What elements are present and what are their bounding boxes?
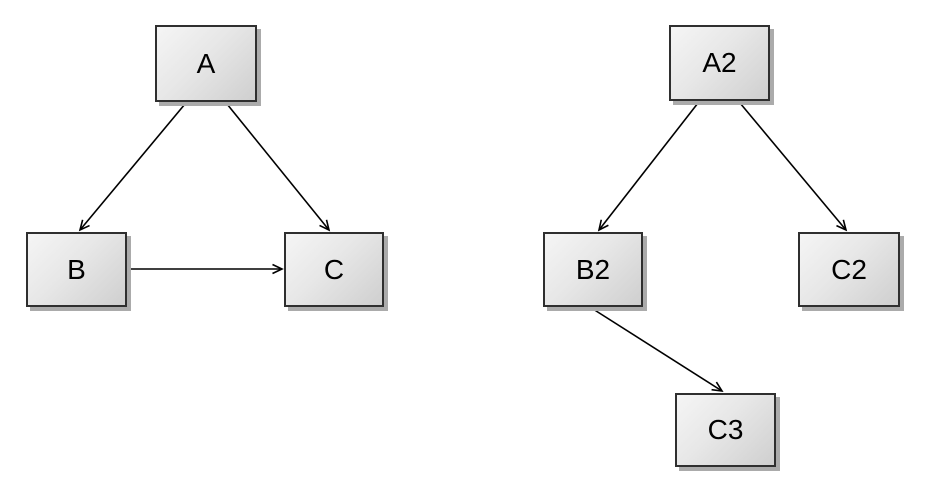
edge-A2-C2 <box>739 102 848 232</box>
node-A-label: A <box>196 47 216 79</box>
edge-A-C <box>226 103 331 232</box>
node-B2[interactable]: B2 <box>543 232 643 307</box>
edge-A2-B2 <box>597 102 699 232</box>
edge-B2-C3 <box>592 308 724 393</box>
node-C2-label: C2 <box>831 253 867 285</box>
node-C-label: C <box>323 253 345 285</box>
edge-A-B <box>78 103 186 232</box>
node-B-label: B <box>67 253 86 285</box>
node-B[interactable]: B <box>26 232 127 307</box>
node-A2[interactable]: A2 <box>669 25 770 101</box>
node-C2[interactable]: C2 <box>798 232 900 307</box>
node-B2-label: B2 <box>575 253 611 285</box>
node-C3[interactable]: C3 <box>675 393 776 467</box>
node-C3-label: C3 <box>707 414 744 445</box>
node-A2-label: A2 <box>702 47 737 78</box>
node-A[interactable]: A <box>155 25 257 102</box>
node-C[interactable]: C <box>284 232 384 307</box>
